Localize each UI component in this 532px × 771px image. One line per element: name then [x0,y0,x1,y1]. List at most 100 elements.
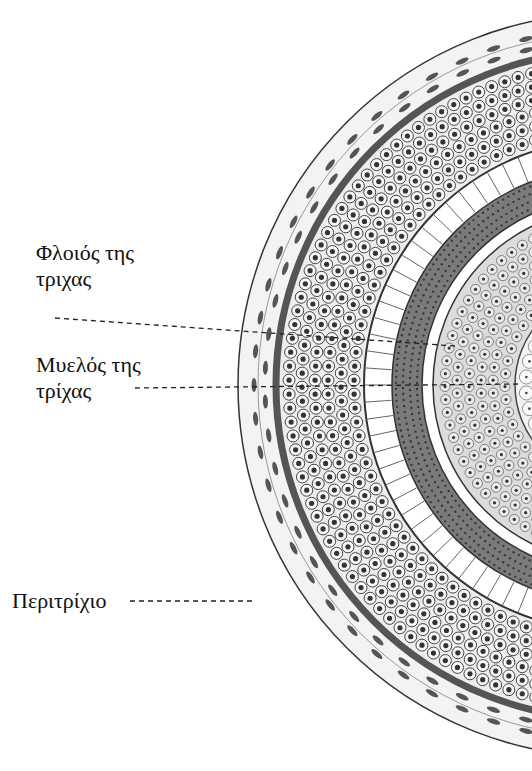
cell-nucleus [357,480,362,485]
granule [436,258,438,260]
granule [451,495,453,497]
granule [518,198,520,200]
cell-nucleus [452,436,455,439]
cell-nucleus [373,251,378,256]
cell-nucleus [388,227,393,232]
cell-nucleus [376,179,381,184]
cell-nucleus [506,687,511,692]
epithelial-cell [416,639,428,651]
epithelial-cell [309,252,321,264]
cell-nucleus [310,301,315,306]
cell-nucleus [408,634,413,639]
epithelial-cell [377,235,389,247]
cortex-cell [476,388,486,398]
cell-nucleus [462,340,465,343]
granule [460,240,462,242]
epithelial-cell [317,491,329,503]
spindle-cell [425,71,440,82]
cell-nucleus [520,691,525,696]
granule [430,501,432,503]
cell-nucleus [502,510,505,513]
cortex-cell [481,414,491,424]
cell-border [446,548,463,567]
granule [425,479,427,481]
granule [427,301,429,303]
cell-nucleus [396,216,401,221]
epithelial-cell [374,603,386,615]
granule [474,550,476,552]
cell-nucleus [357,538,362,543]
granule [464,532,466,534]
cortex-cell [504,460,514,470]
granule [405,345,407,347]
cortex-cell [456,414,466,424]
granule [437,500,439,502]
epithelial-cell [355,197,367,209]
granule [523,195,525,197]
cortex-cell [522,479,532,489]
cell-nucleus [352,392,357,397]
cell-nucleus [379,499,384,504]
cell-nucleus [479,465,482,468]
epithelial-cell [457,620,469,632]
spindle-cell [519,35,532,43]
cortex-cell [459,426,469,436]
epithelial-cell [477,645,489,657]
cortex-cell [520,283,530,293]
epithelial-cell [402,576,414,588]
granule [444,258,446,260]
granule [408,434,410,436]
leader-line [55,318,455,346]
cortex-cell [504,407,514,417]
cell-nucleus [329,336,334,341]
cell-nucleus [332,322,337,327]
granule [414,430,416,432]
epithelial-cell [340,326,352,338]
cell-border [434,537,453,555]
epithelial-cell [346,266,358,278]
granule [459,231,461,233]
epithelial-cell [437,136,449,148]
cell-nucleus [313,392,318,397]
granule [500,216,502,218]
cortex-cell [521,493,531,503]
epithelial-cell [440,640,452,652]
cell-nucleus [397,175,402,180]
cell-nucleus [360,447,365,452]
epithelial-cell [365,502,377,514]
epithelial-cell [296,471,308,483]
granule [412,347,414,349]
cell-nucleus [445,359,448,362]
cell-nucleus [332,520,337,525]
cell-nucleus [477,118,482,123]
spindle-cell [370,109,384,122]
granule [402,328,404,330]
cell-nucleus [302,343,307,348]
cell-border [394,270,417,282]
epithelial-cell [355,582,367,594]
cell-nucleus [300,399,305,404]
epithelial-cell [516,661,528,673]
granule [487,551,489,553]
epithelial-cell [420,166,432,178]
granule [455,256,457,258]
cell-nucleus [368,473,373,478]
cell-nucleus [495,353,498,356]
epithelial-cell [295,291,307,303]
cell-nucleus [357,512,362,517]
cortex-cell [497,426,507,436]
epithelial-cell [313,332,325,344]
epithelial-cell [516,125,528,137]
cell-nucleus [375,518,380,523]
epithelial-cell [370,483,382,495]
cell-nucleus [360,276,365,281]
granule [482,220,484,222]
cell-nucleus [290,336,295,341]
cell-nucleus [457,448,460,451]
granule [491,231,493,233]
granule [403,363,405,365]
cell-border [367,415,393,419]
epithelial-cell [328,516,340,528]
cell-nucleus [520,678,525,683]
spindle-cell [257,310,265,325]
